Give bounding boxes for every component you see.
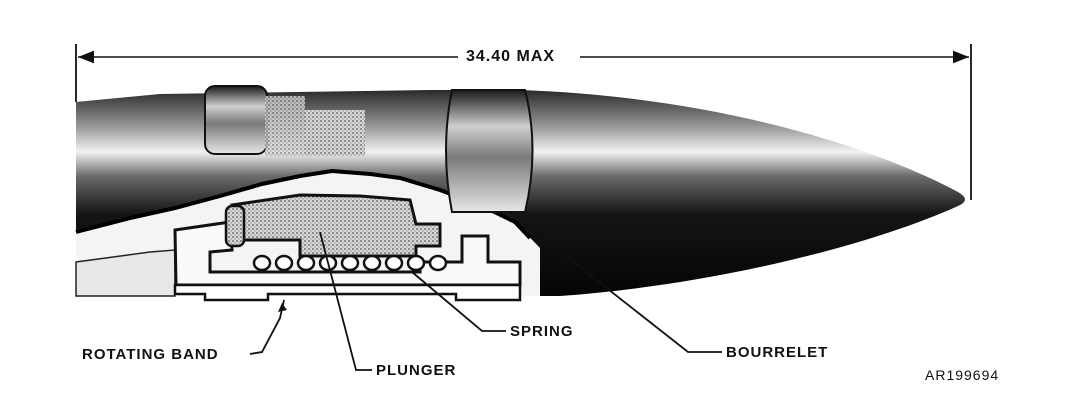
leader-bourrelet	[509, 211, 722, 353]
spring-label: SPRING	[510, 323, 574, 340]
spring	[252, 254, 448, 272]
bourrelet-ring	[445, 89, 534, 213]
rotating-band-label: ROTATING BAND	[82, 346, 219, 363]
bourrelet-label: BOURRELET	[726, 344, 829, 361]
plunger-knob	[224, 204, 246, 248]
figure-id: AR199694	[925, 367, 1000, 383]
leader-rotating-band	[249, 299, 285, 355]
rotating-band	[173, 283, 522, 302]
leader-spring	[411, 271, 506, 332]
plunger-label: PLUNGER	[376, 362, 457, 379]
leader-plunger	[319, 231, 372, 371]
dimension-label: 34.40 MAX	[462, 49, 560, 65]
rotating-band-ring	[204, 85, 268, 155]
plunger	[230, 193, 442, 258]
